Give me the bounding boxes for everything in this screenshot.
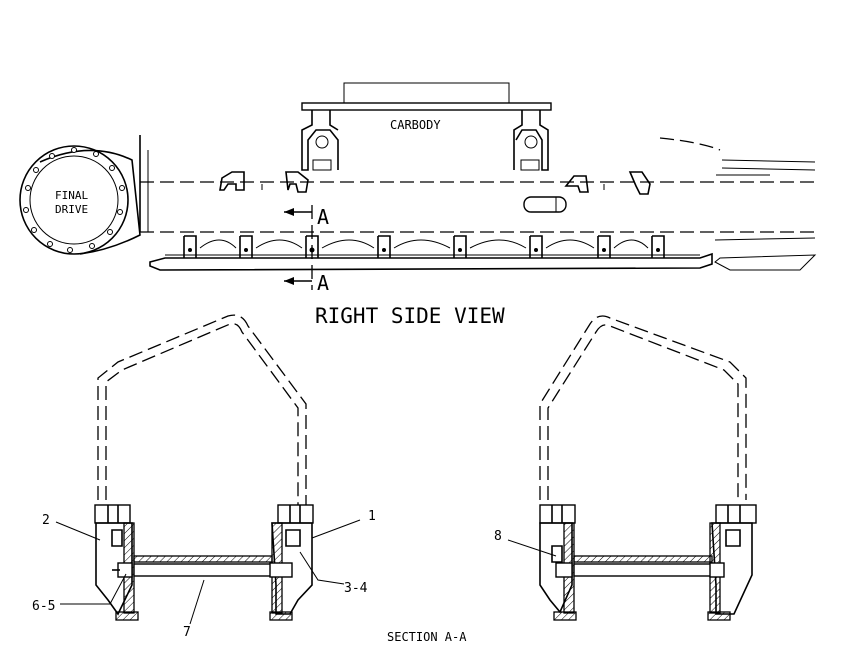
carbody (301, 82, 552, 171)
callout-3-4: 3-4 (344, 581, 368, 596)
callout-7: 7 (183, 625, 191, 640)
section-marker-top: A (317, 205, 329, 229)
right-side-view: FINAL DRIVE A A CARB (19, 82, 817, 328)
section-left: 2 1 3-4 6-5 7 (32, 314, 376, 640)
final-drive-label-line2: DRIVE (55, 203, 88, 216)
callout-6-5: 6-5 (32, 599, 55, 614)
guard-brackets (183, 235, 665, 258)
callout-1: 1 (368, 509, 376, 524)
section-title: SECTION A-A (387, 630, 467, 644)
final-drive-label-line1: FINAL (55, 189, 88, 202)
section-marker-bottom: A (317, 271, 329, 295)
final-drive: FINAL DRIVE (19, 145, 141, 255)
callout-2: 2 (42, 513, 50, 528)
section-right: 8 (494, 315, 757, 621)
callout-8: 8 (494, 529, 502, 544)
view-title: RIGHT SIDE VIEW (315, 304, 505, 328)
carbody-label: CARBODY (390, 118, 441, 132)
